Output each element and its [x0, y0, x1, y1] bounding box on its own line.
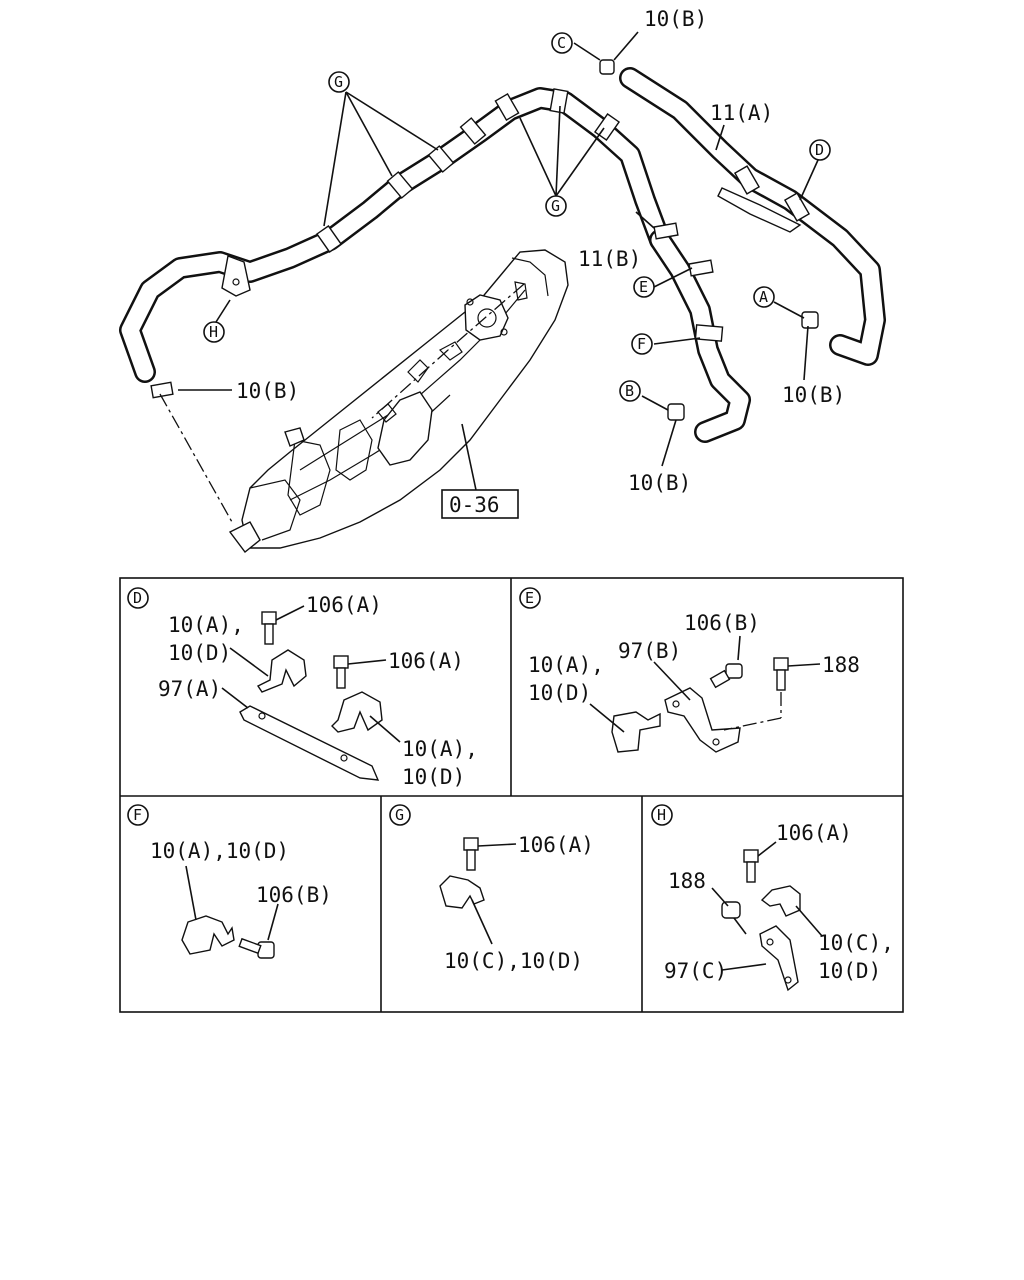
- detail-d-letter: D: [133, 589, 142, 607]
- detail-g: G 106(A) 10(C),10(D): [389, 804, 594, 973]
- callout-a: A: [759, 288, 768, 306]
- main-assembly: C G G D E A F H B 10(B) 11(A) 11(B) 10(B…: [119, 7, 886, 553]
- detail-h-bracket: 97(C): [664, 959, 727, 983]
- leader-lines: [159, 31, 819, 523]
- label-11b: 11(B): [578, 247, 641, 271]
- label-10b-right: 10(B): [782, 383, 845, 407]
- detail-d-bracket: 97(A): [158, 677, 221, 701]
- detail-h: H 106(A) 188 10(C), 10(D) 97(C): [651, 804, 894, 992]
- cooler-body: [228, 249, 569, 553]
- callout-d: D: [815, 141, 824, 159]
- callout-circles: [203, 32, 831, 402]
- detail-d-clip-a1: 10(A),: [168, 613, 244, 637]
- detail-d-clip-a2: 10(A),: [402, 737, 478, 761]
- detail-f-bolt: 106(B): [256, 883, 332, 907]
- detail-f-letter: F: [133, 806, 142, 824]
- detail-h-clip-c: 10(C),: [818, 931, 894, 955]
- label-11a: 11(A): [710, 101, 773, 125]
- detail-d-clip-d1: 10(D): [168, 641, 231, 665]
- detail-d-clip-d2: 10(D): [402, 765, 465, 789]
- callout-b: B: [625, 382, 634, 400]
- reference-label: 0-36: [449, 493, 500, 517]
- detail-g-letter: G: [395, 806, 404, 824]
- label-10b-left: 10(B): [236, 379, 299, 403]
- callout-e: E: [639, 278, 648, 296]
- detail-h-bolt2: 188: [668, 869, 706, 893]
- hose-clamps: [221, 88, 811, 342]
- detail-f-clip: 10(A),10(D): [150, 839, 289, 863]
- detail-e-clip-a: 10(A),: [528, 653, 604, 677]
- detail-d-bolt2: 106(A): [388, 649, 464, 673]
- detail-h-letter: H: [657, 806, 666, 824]
- detail-h-bolt: 106(A): [776, 821, 852, 845]
- detail-d-bolt1: 106(A): [306, 593, 382, 617]
- detail-d: D 106(A) 10(A), 10(D) 106(A) 97(A) 10(A)…: [127, 587, 478, 789]
- label-10b-bottom: 10(B): [628, 471, 691, 495]
- detail-e-bolt2: 188: [822, 653, 860, 677]
- detail-e-clip-d: 10(D): [528, 681, 591, 705]
- detail-f: F 10(A),10(D) 106(B): [127, 804, 332, 959]
- detail-g-bolt: 106(A): [518, 833, 594, 857]
- detail-g-clip: 10(C),10(D): [444, 949, 583, 973]
- callout-f: F: [637, 335, 646, 353]
- detail-e-bolt: 106(B): [684, 611, 760, 635]
- callout-c: C: [557, 34, 566, 52]
- detail-e-bracket: 97(B): [618, 639, 681, 663]
- callout-g-mid: G: [551, 197, 560, 215]
- detail-grid: [119, 577, 904, 1013]
- callout-h: H: [209, 323, 218, 341]
- detail-e-letter: E: [525, 589, 534, 607]
- label-10b-top: 10(B): [644, 7, 707, 31]
- callout-g-top: G: [334, 73, 343, 91]
- reference-box: [441, 489, 519, 519]
- detail-e: E 106(B) 97(B) 188 10(A), 10(D): [519, 587, 860, 753]
- detail-h-clip-d: 10(D): [818, 959, 881, 983]
